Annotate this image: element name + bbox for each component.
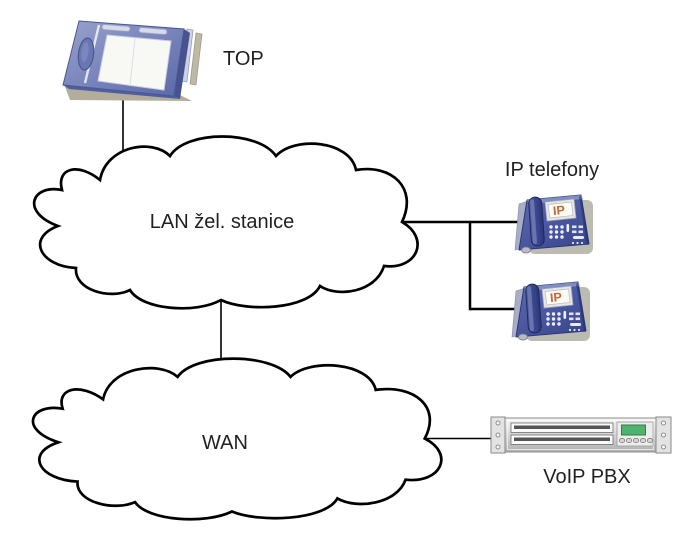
pbx-lcd-screen: [621, 424, 646, 436]
lan-cloud-label: LAN žel. stanice: [150, 211, 295, 233]
voip-pbx-device: [490, 416, 672, 454]
ip-phone-2: [511, 281, 591, 342]
terminal-label: TOP: [223, 48, 264, 70]
terminal-slot-2: [138, 27, 168, 35]
terminal-side-bar-2: [189, 32, 203, 86]
terminal-slot-1: [101, 24, 131, 32]
terminal-screen: [97, 34, 172, 91]
top-terminal-device: [62, 20, 203, 101]
ip-phone-1: [514, 194, 594, 255]
wan-cloud-label: WAN: [202, 432, 248, 454]
pbx-buttons: [618, 438, 654, 443]
voip-pbx-label: VoIP PBX: [543, 466, 630, 488]
ip-phones-label: IP telefony: [505, 159, 599, 181]
